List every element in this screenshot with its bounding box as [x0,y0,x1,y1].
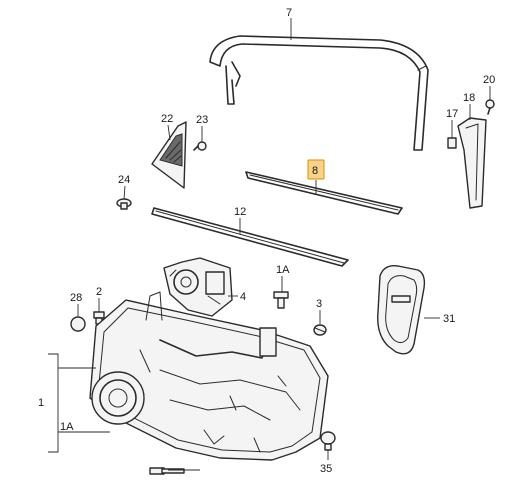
part-1a-screw[interactable] [273,291,289,309]
part-24-clip[interactable] [116,198,132,210]
part-4-window-motor[interactable] [163,257,233,317]
part-20-screw[interactable] [485,99,495,115]
part-31-cover-panel[interactable] [377,265,426,355]
callout-17[interactable]: 17 [446,108,458,120]
part-28-plug[interactable] [70,316,86,332]
part-23-screw[interactable] [193,141,207,151]
callout-28[interactable]: 28 [70,292,82,304]
callout-18[interactable]: 18 [463,92,475,104]
callout-23[interactable]: 23 [196,114,208,126]
callout-12[interactable]: 12 [234,206,246,218]
part-1a-bolt[interactable] [149,467,185,475]
part-7-window-frame[interactable] [209,35,429,151]
callout-24[interactable]: 24 [118,174,130,186]
leader-lines [48,18,491,471]
part-18-pillar-trim[interactable] [457,117,487,209]
callout-1a-bottom[interactable]: 1A [60,421,74,433]
callout-1[interactable]: 1 [38,397,44,409]
highlight-box [307,159,325,180]
part-17-clip[interactable] [447,137,457,149]
part-8-window-seal[interactable] [245,171,403,215]
callout-3[interactable]: 3 [316,298,322,310]
callout-1a-top[interactable]: 1A [276,264,290,276]
callout-31[interactable]: 31 [443,313,455,325]
callout-2[interactable]: 2 [96,286,102,298]
callout-7[interactable]: 7 [286,7,292,19]
part-1-door-module[interactable] [89,291,329,461]
part-35-plug[interactable] [320,431,336,451]
callout-35[interactable]: 35 [320,463,332,475]
callout-20[interactable]: 20 [483,74,495,86]
part-22-mirror-trim[interactable] [151,121,187,189]
callout-22[interactable]: 22 [161,113,173,125]
part-3-grommet[interactable] [313,324,327,336]
callout-4[interactable]: 4 [240,291,246,303]
callout-8[interactable]: 8 [312,165,318,177]
part-12-door-seal-strip[interactable] [151,207,349,267]
callout-labels: 7 20 18 17 22 23 8 24 12 1A 4 28 2 3 31 … [38,7,495,475]
